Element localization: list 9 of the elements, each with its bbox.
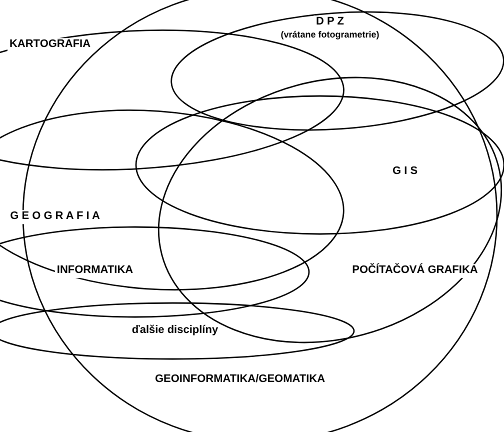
ellipse-region <box>170 12 504 130</box>
ellipse-region <box>0 226 310 318</box>
region-label: KARTOGRAFIA <box>7 38 93 52</box>
region-label: POČÍTAČOVÁ GRAFIKA <box>350 264 480 278</box>
region-label: (vrátane fotogrametrie) <box>278 29 382 40</box>
region-label: G E O G R A F I A <box>8 210 102 224</box>
region-label: INFORMATIKA <box>54 264 136 278</box>
region-label: ďalšie disciplíny <box>130 324 220 338</box>
ellipse-region <box>0 302 355 360</box>
